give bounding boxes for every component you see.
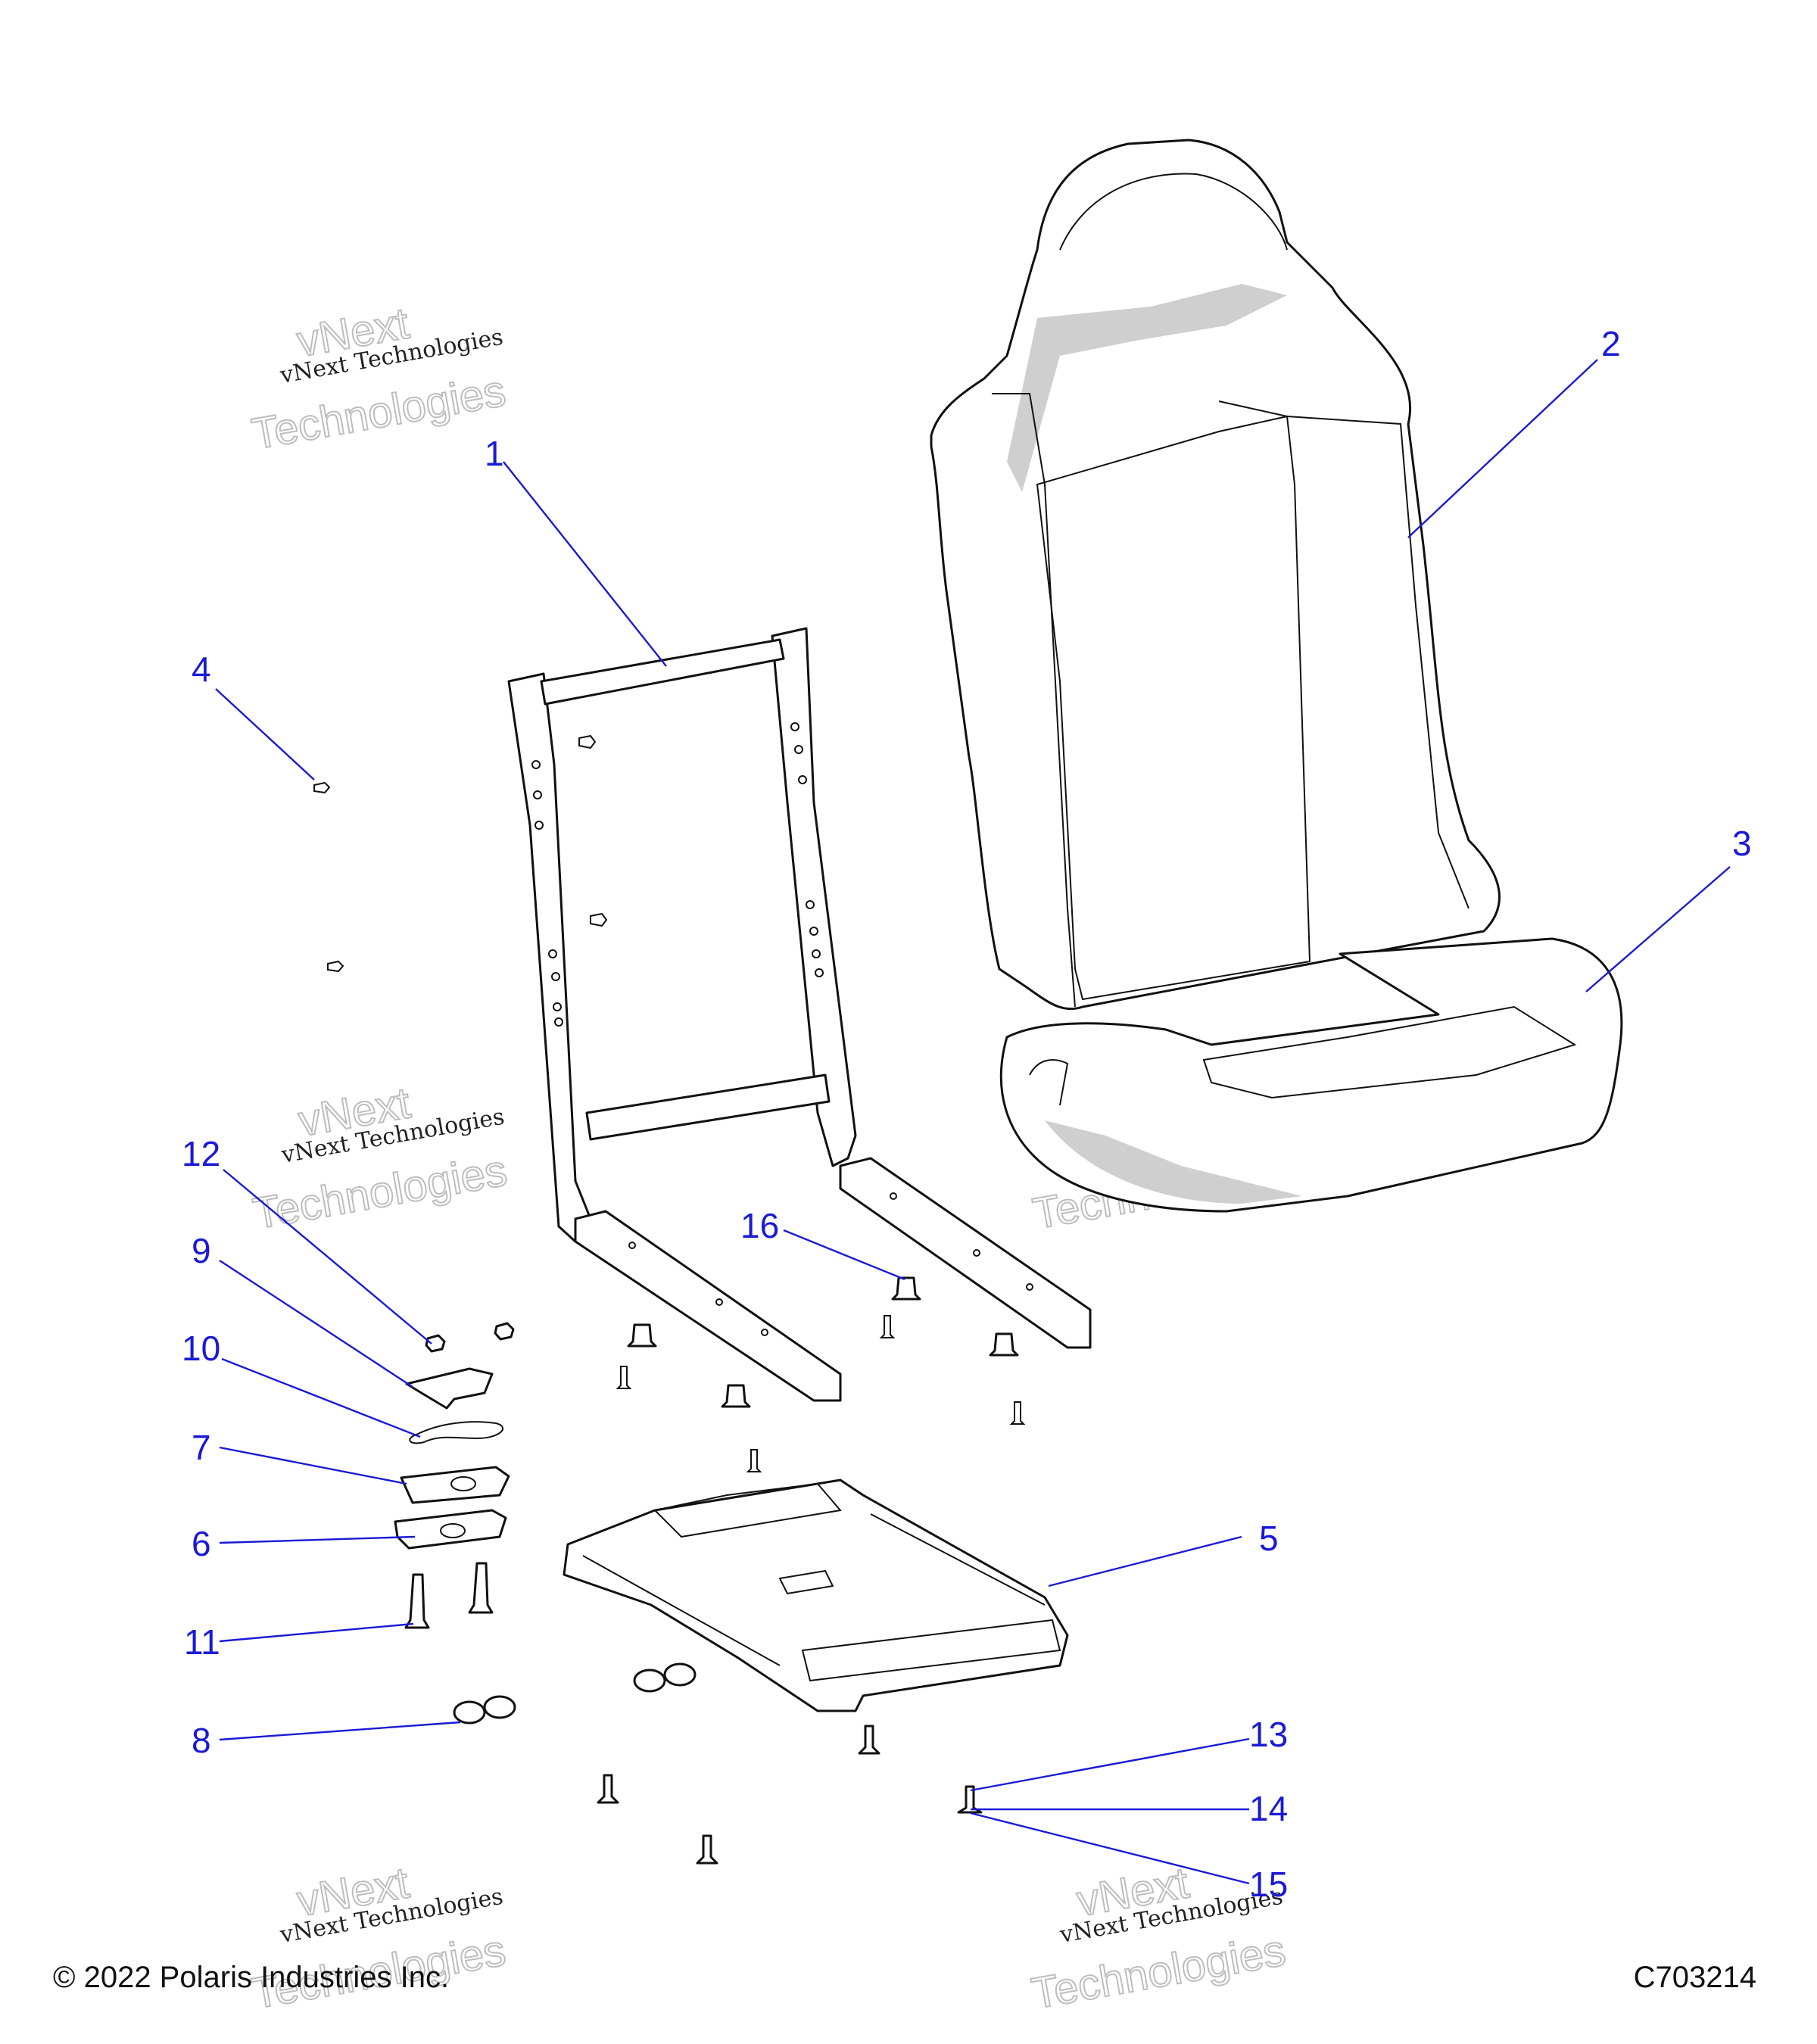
copyright-notice: © 2022 Polaris Industries Inc. xyxy=(53,1961,450,1994)
seat-base xyxy=(563,1478,1069,1712)
seat-base-front-lip xyxy=(801,1619,1061,1682)
leader-10 xyxy=(221,1357,421,1438)
part-6-plate xyxy=(394,1509,507,1550)
watermark-mid-left: vNext vNext Technologies Technologies xyxy=(249,1077,512,1239)
part-4-clip-bottom xyxy=(327,960,344,973)
part-10-spring-clip xyxy=(409,1421,504,1444)
seat-back-headrest-shade xyxy=(1007,284,1287,492)
part-11-bolt-b xyxy=(468,1562,494,1614)
frame-top-crossbar xyxy=(540,638,785,706)
seat-assembly xyxy=(930,139,1623,1213)
callout-11: 11 xyxy=(184,1622,220,1662)
leader-8 xyxy=(219,1721,461,1741)
seat-back xyxy=(930,139,1501,1011)
frame-holes xyxy=(531,722,1033,1336)
leader-lines xyxy=(215,359,1731,1885)
seat-base-rail-right xyxy=(870,1513,1046,1606)
callout-8: 8 xyxy=(192,1721,211,1760)
seat-back-center-panel xyxy=(1036,415,1311,1001)
callout-5: 5 xyxy=(1259,1519,1279,1558)
part-7-plate-hole xyxy=(450,1476,476,1491)
leader-4 xyxy=(215,688,315,781)
seat-bottom-shade xyxy=(1045,1120,1302,1204)
frame-lower-crossbar xyxy=(585,1073,831,1141)
leader-15 xyxy=(970,1812,1250,1885)
part-4-clip-top xyxy=(313,781,331,794)
callout-7: 7 xyxy=(192,1428,211,1467)
seat-bottom-front-roll xyxy=(1029,1059,1069,1106)
callout-12: 12 xyxy=(182,1134,220,1173)
part-11-bolt-a xyxy=(404,1573,430,1629)
part-16-bushings xyxy=(627,1276,1019,1408)
frame-right-skid xyxy=(839,1157,1092,1349)
callout-3: 3 xyxy=(1732,824,1752,863)
frame-stud-upper xyxy=(578,734,597,749)
part-7-plate xyxy=(400,1466,510,1504)
callout-1: 1 xyxy=(485,434,504,473)
callout-2: 2 xyxy=(1601,324,1621,363)
callout-10: 10 xyxy=(182,1329,220,1368)
leader-6 xyxy=(219,1535,416,1544)
callout-6: 6 xyxy=(192,1524,211,1563)
leader-1 xyxy=(503,461,667,667)
leader-11 xyxy=(219,1622,414,1643)
frame-left-skid xyxy=(574,1210,842,1402)
callout-4: 4 xyxy=(192,650,211,689)
seat-frame xyxy=(507,627,1092,1402)
frame-right-upright xyxy=(771,627,857,1167)
seat-base-rail-left xyxy=(582,1555,781,1666)
leader-16 xyxy=(783,1229,905,1281)
loose-studs xyxy=(616,1315,1026,1472)
part-13-15-bolt-washer xyxy=(957,1785,983,1814)
part-12-nut xyxy=(425,1334,446,1353)
callout-15: 15 xyxy=(1249,1865,1288,1904)
callout-9: 9 xyxy=(192,1231,211,1270)
callout-labels: 1 2 3 4 5 6 7 8 9 10 11 12 13 14 15 16 xyxy=(182,324,1752,1904)
seat-base-body xyxy=(563,1478,1069,1712)
leader-7 xyxy=(219,1446,407,1485)
seat-base-slot xyxy=(778,1569,834,1595)
watermark-top-left: vNext vNext Technologies Technologies xyxy=(248,298,510,460)
seat-back-left-bolster xyxy=(992,393,1076,1008)
callout-14: 14 xyxy=(1249,1789,1288,1828)
leader-9 xyxy=(219,1259,413,1388)
hardware xyxy=(313,781,1026,1865)
part-6-plate-hole xyxy=(440,1523,466,1538)
seat-back-top-seam xyxy=(1059,173,1288,251)
leader-13 xyxy=(970,1737,1250,1792)
leader-12 xyxy=(223,1169,432,1344)
part-9-latch xyxy=(405,1367,494,1410)
leader-3 xyxy=(1585,866,1731,992)
frame-stud-lower xyxy=(590,912,608,927)
seat-back-right-bolster xyxy=(1218,400,1469,909)
callout-13: 13 xyxy=(1249,1715,1288,1754)
seat-bottom xyxy=(999,937,1623,1213)
seat-base-top-pad xyxy=(653,1482,842,1538)
base-mounting-bolts xyxy=(597,1725,880,1865)
callout-16: 16 xyxy=(740,1206,779,1245)
leader-2 xyxy=(1407,359,1598,538)
frame-left-upright xyxy=(507,672,592,1243)
part-12-nut-b xyxy=(494,1322,515,1341)
leader-5 xyxy=(1048,1535,1242,1588)
figure-code: C703214 xyxy=(1633,1961,1756,1994)
part-8-grommets xyxy=(453,1662,697,1725)
seat-bottom-cushion-top xyxy=(1202,1005,1577,1099)
